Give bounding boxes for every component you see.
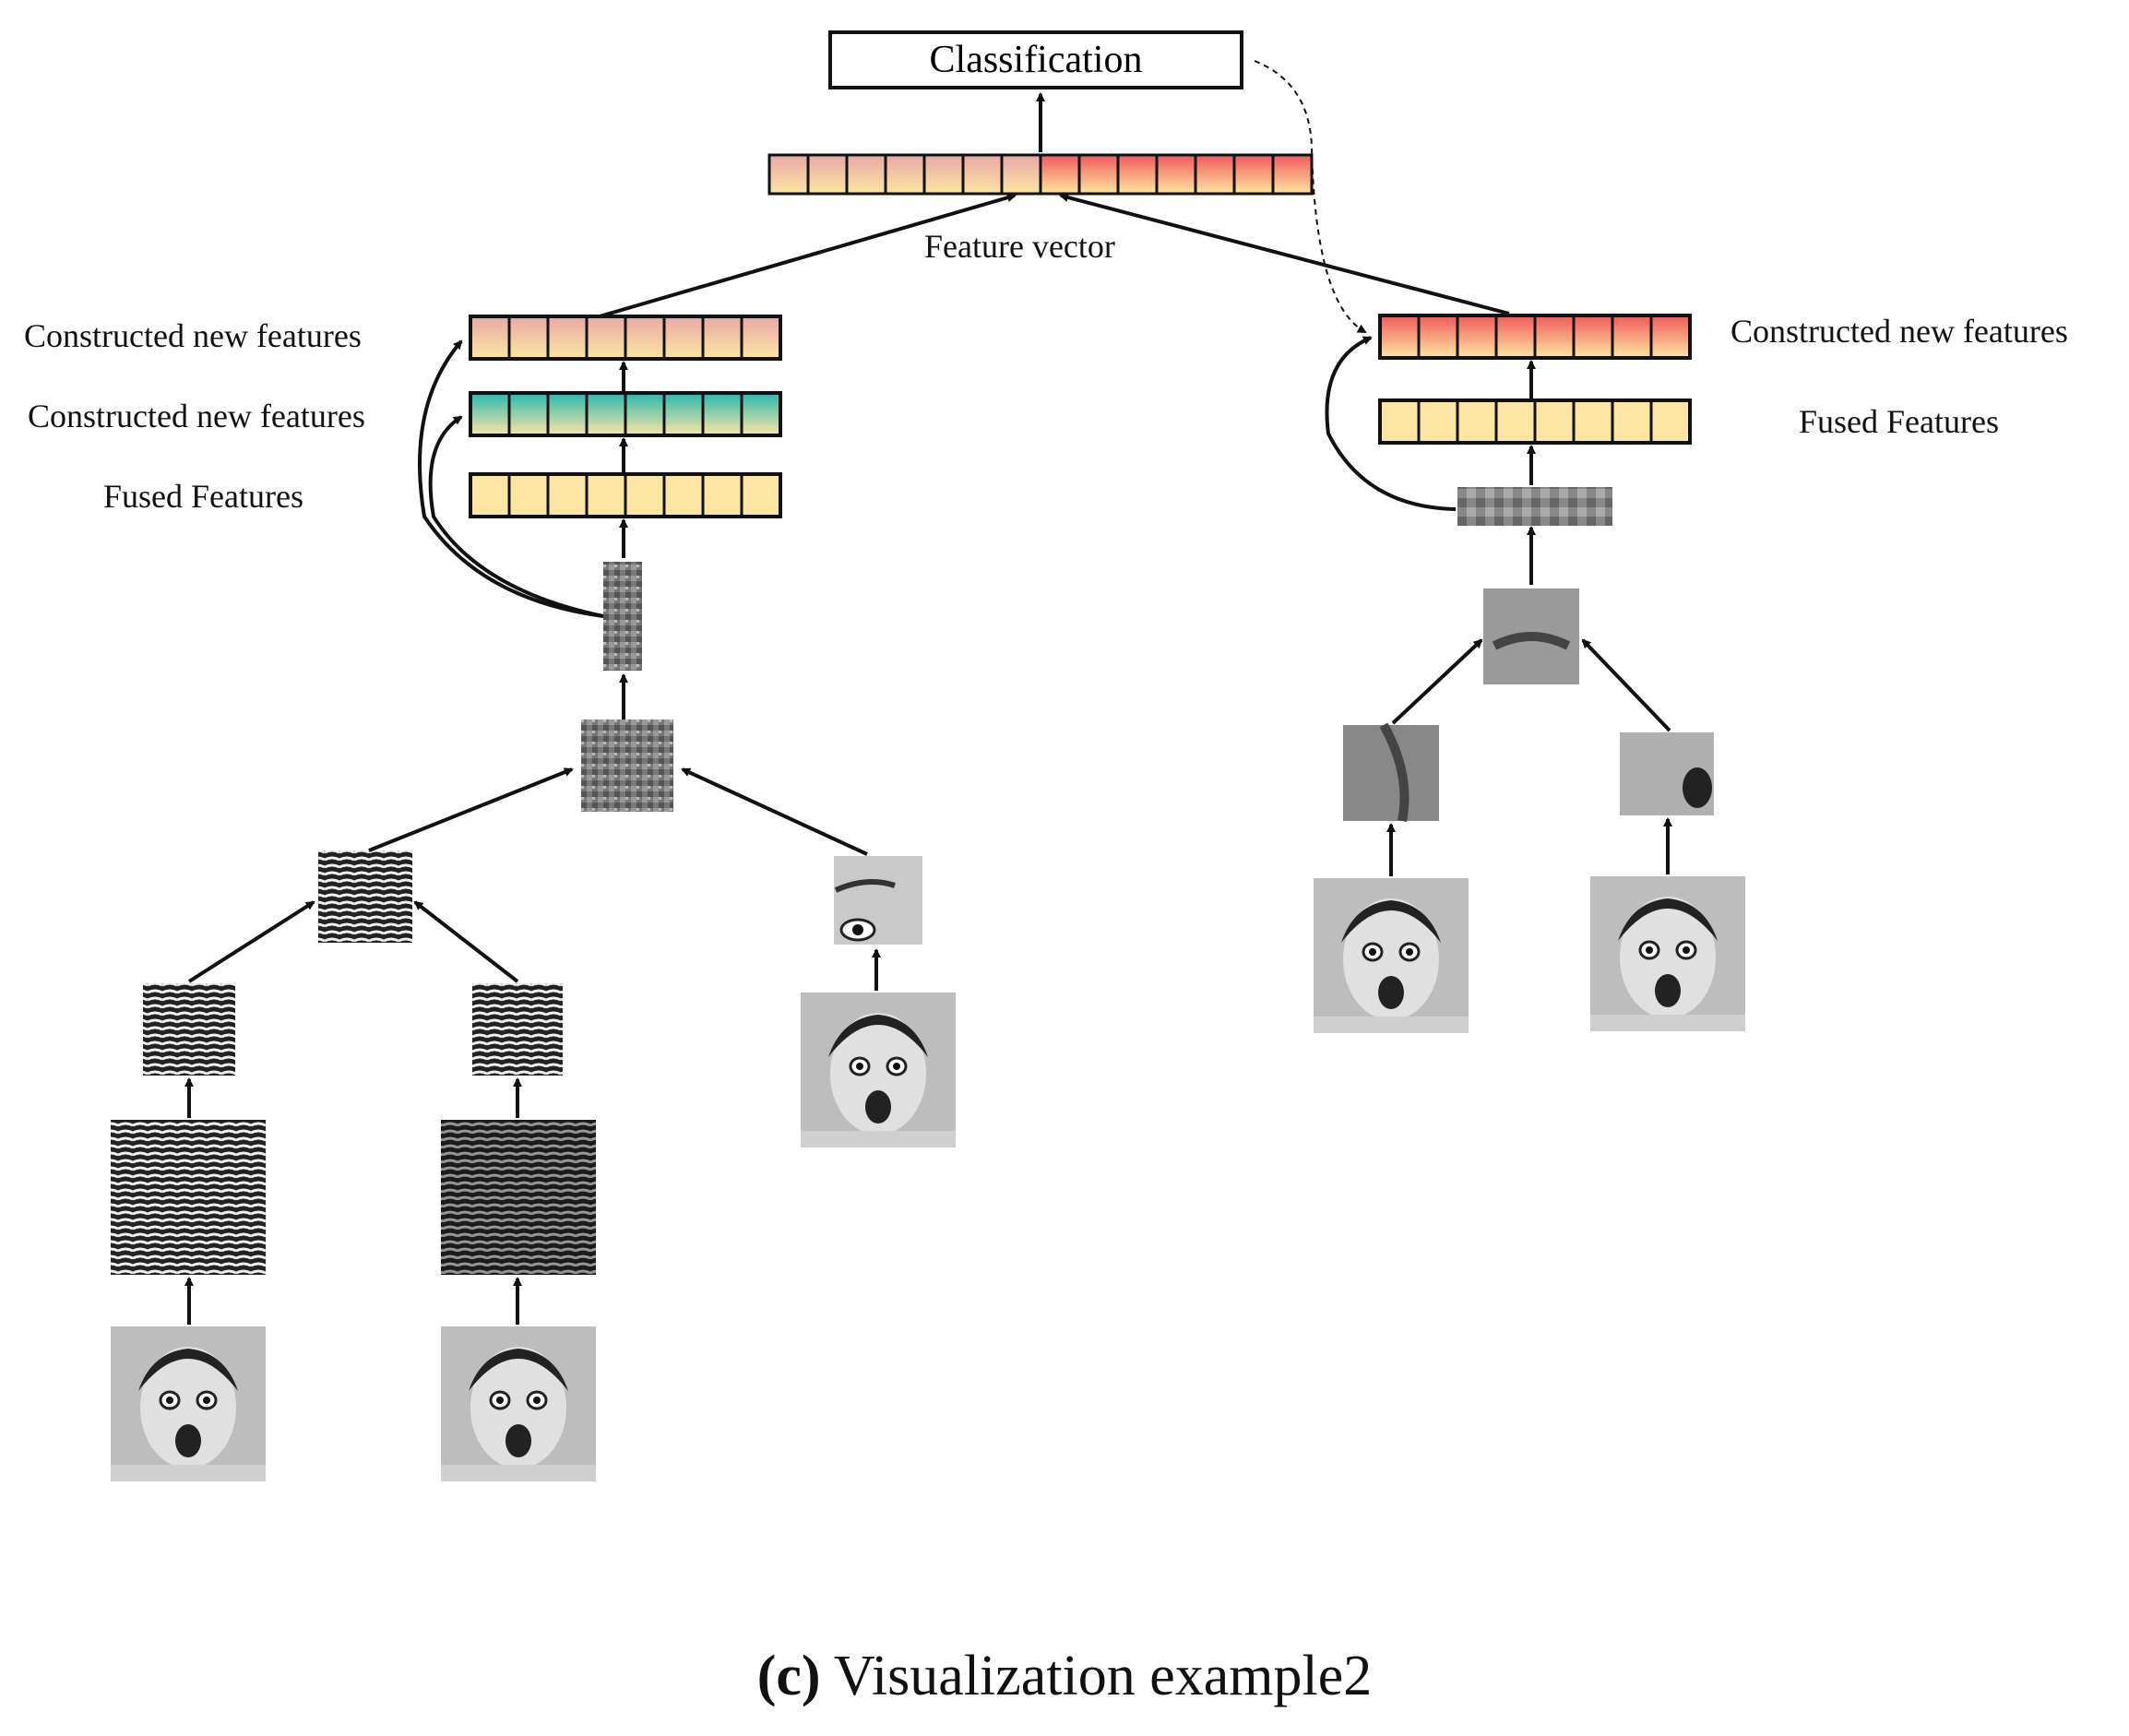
right-stack-arrows [1325, 336, 1536, 585]
dashed-feedback-curve [1254, 60, 1367, 333]
texture-patch-icon [318, 850, 412, 943]
caption-text: Visualization example2 [833, 1645, 1373, 1707]
figure-caption: (c) Visualization example2 [0, 1644, 2129, 1709]
right-constructed-label: Constructed new features [1731, 313, 2068, 350]
left-constructed-mid-bar [469, 391, 782, 437]
left-fused-bar [469, 472, 782, 518]
right-fused-bar [1378, 398, 1692, 445]
face-photo-icon [109, 1325, 268, 1483]
edge-map-overlay [441, 1120, 596, 1275]
classification-label: Classification [929, 39, 1143, 81]
arrow-right-to-vector [1059, 193, 1510, 315]
face-photo-icon [439, 1325, 598, 1483]
face-photo-icon [799, 991, 957, 1149]
left-fused-label: Fused Features [103, 478, 303, 515]
feature-vector-label: Feature vector [924, 228, 1115, 265]
face-photo-icon [1312, 876, 1470, 1035]
left-constructed-label-mid: Constructed new features [28, 398, 365, 434]
texture-patch-icon [581, 719, 673, 812]
classification-box: Classification [828, 30, 1243, 89]
cheek-patch-icon [1343, 722, 1439, 822]
arrow-left-to-vector [599, 193, 1017, 318]
edge-map-icon [472, 983, 563, 1076]
caption-letter: (c) [756, 1645, 821, 1707]
feature-column-tile [603, 562, 642, 671]
right-fused-label: Fused Features [1799, 403, 1999, 440]
eye-patch-icon [834, 856, 922, 945]
edge-map-icon [111, 1120, 266, 1275]
right-tree-arrows [1386, 638, 1672, 876]
right-constructed-bar [1378, 314, 1692, 360]
left-constructed-label-top: Constructed new features [24, 317, 362, 354]
left-stack-arrows [418, 339, 628, 719]
mouth-patch-icon [1620, 732, 1714, 815]
feature-row-tile [1457, 487, 1612, 526]
mouth-patch-icon [1483, 589, 1579, 684]
face-photo-icon [1588, 874, 1747, 1033]
feature-vector-bar [767, 153, 1314, 196]
left-constructed-top-bar [469, 315, 782, 361]
edge-map-icon [143, 983, 235, 1076]
left-tree-arrows [184, 767, 881, 1325]
